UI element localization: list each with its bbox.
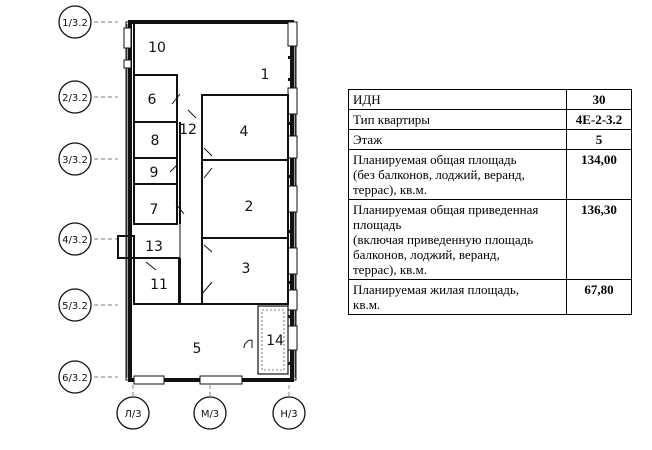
axis-bubble: 3/3.2: [58, 142, 92, 176]
axis-bubbles-bottom: Л/3 М/3 Н/3: [116, 396, 306, 430]
axis-bubbles-left: 1/3.2 2/3.2 3/3.2 4/3.2 5/3.2 6/3.2: [58, 5, 92, 394]
axis-label: 3/3.2: [62, 155, 88, 166]
axis-lines: [94, 21, 290, 398]
axis-bubble: 2/3.2: [58, 80, 92, 114]
axis-label: 4/3.2: [62, 235, 88, 246]
room-label-2: 2: [245, 199, 254, 215]
room-label-4: 4: [240, 124, 249, 140]
axis-bubble: 6/3.2: [58, 360, 92, 394]
axis-bubble: Н/3: [272, 396, 306, 430]
row-label: Планируемая общая площадь (без балконов,…: [348, 149, 567, 200]
room-label-8: 8: [151, 133, 160, 149]
row-value: 30: [566, 89, 632, 110]
room-label-1: 1: [261, 67, 270, 83]
room-label-6: 6: [148, 92, 157, 108]
wall-texture: [126, 24, 296, 378]
table-row: Планируемая общая приведенная площадь (в…: [348, 199, 632, 280]
row-value: 5: [566, 129, 632, 150]
room-label-3: 3: [242, 261, 251, 277]
row-value: 67,80: [566, 279, 632, 315]
row-value: 136,30: [566, 199, 632, 280]
room-label-9: 9: [150, 165, 159, 181]
table-row: Этаж 5: [348, 129, 632, 150]
room-label-14: 14: [266, 333, 284, 349]
axis-bubble: 5/3.2: [58, 288, 92, 322]
balcony-14: [257, 305, 289, 375]
room-label-11: 11: [150, 277, 168, 293]
room-label-13: 13: [145, 239, 163, 255]
row-label: Планируемая общая приведенная площадь (в…: [348, 199, 567, 280]
axis-label: Н/3: [280, 409, 297, 420]
axis-label: М/3: [201, 409, 219, 420]
axis-label: 1/3.2: [62, 18, 88, 29]
table-row: ИДН 30: [348, 89, 632, 110]
room-labels: 1 2 3 4 5 6 7 8 9 10 11 12 13 14: [145, 40, 284, 357]
row-label: Тип квартиры: [348, 109, 567, 130]
table-row: Планируемая жилая площадь, кв.м. 67,80: [348, 279, 632, 315]
axis-label: 5/3.2: [62, 301, 88, 312]
wall-marks: [288, 56, 294, 365]
axis-bubble: М/3: [193, 396, 227, 430]
axis-bubble: Л/3: [116, 396, 150, 430]
room-label-12: 12: [179, 122, 197, 138]
row-value: 134,00: [566, 149, 632, 200]
floor-plan: 1/3.2 2/3.2 3/3.2 4/3.2 5/3.2 6/3.2 Л/3 …: [58, 5, 306, 430]
room-label-10: 10: [148, 40, 166, 56]
room-label-5: 5: [193, 341, 202, 357]
table-row: Планируемая общая площадь (без балконов,…: [348, 149, 632, 200]
room-label-7: 7: [150, 202, 159, 218]
axis-label: 6/3.2: [62, 373, 88, 384]
table-row: Тип квартиры 4Е-2-3.2: [348, 109, 632, 130]
axis-label: 2/3.2: [62, 93, 88, 104]
row-label: Планируемая жилая площадь, кв.м.: [348, 279, 567, 315]
door-swings: [145, 93, 253, 349]
axis-bubble: 4/3.2: [58, 222, 92, 256]
row-value: 4Е-2-3.2: [566, 109, 632, 130]
axis-bubble: 1/3.2: [58, 5, 92, 39]
row-label: ИДН: [348, 89, 567, 110]
row-label: Этаж: [348, 129, 567, 150]
axis-label: Л/3: [124, 409, 141, 420]
apartment-spec-table: ИДН 30 Тип квартиры 4Е-2-3.2 Этаж 5 План…: [348, 89, 632, 315]
partitions: [117, 22, 289, 305]
